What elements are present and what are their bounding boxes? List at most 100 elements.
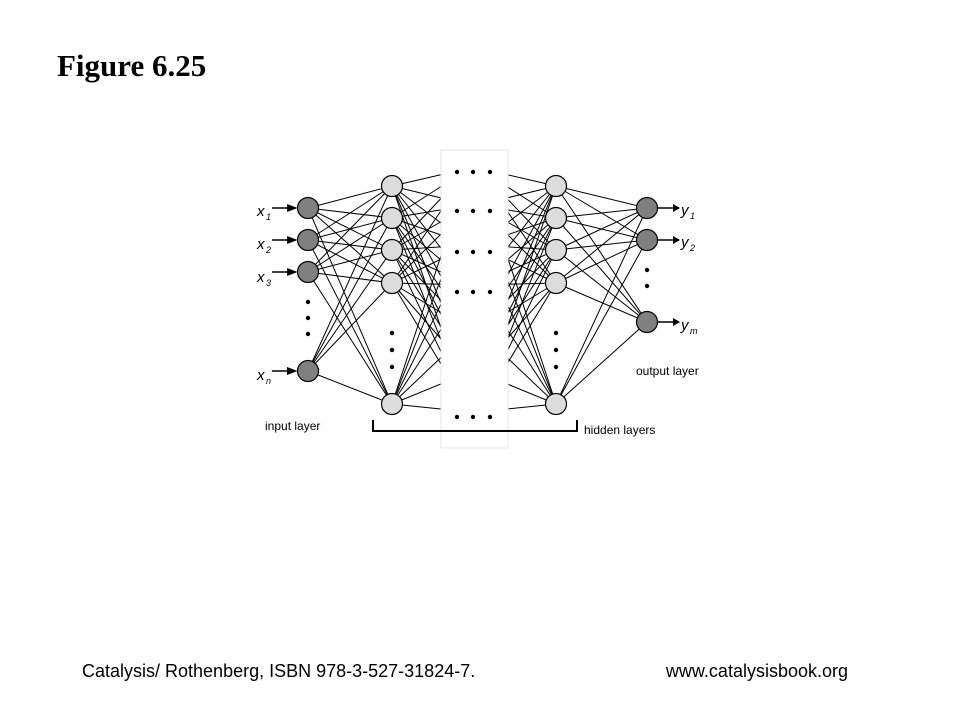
hidden-layers-bracket — [372, 420, 578, 432]
ellipsis-dot — [487, 208, 493, 214]
edge — [307, 370, 393, 405]
ellipsis-dot — [470, 169, 476, 175]
svg-text:x: x — [256, 203, 265, 220]
hidden-node — [544, 206, 568, 230]
ellipsis-dot — [454, 169, 460, 175]
output-label-m: y m — [680, 317, 698, 336]
ellipsis-dot — [470, 208, 476, 214]
edge — [555, 207, 648, 251]
svg-text:x: x — [256, 367, 265, 384]
website-url: www.catalysisbook.org — [665, 661, 848, 681]
input-node — [296, 228, 320, 252]
output-label-1: y 1 — [680, 202, 695, 221]
edge — [307, 185, 393, 273]
hidden-node — [544, 174, 568, 198]
edge — [307, 217, 393, 372]
edge — [555, 207, 648, 219]
edge — [555, 239, 648, 284]
ellipsis-dots — [305, 169, 650, 420]
input-label-n: x n — [256, 367, 271, 386]
edge — [555, 207, 648, 405]
ellipsis-dot — [487, 289, 493, 295]
ellipsis-dot — [454, 414, 460, 420]
network-nodes — [296, 174, 659, 416]
input-node — [296, 359, 320, 383]
input-arrow-head — [287, 236, 298, 244]
input-label-1: x 1 — [256, 203, 271, 222]
output-layer-label: output layer — [636, 364, 699, 378]
ellipsis-dot — [470, 414, 476, 420]
hidden-node — [544, 271, 568, 295]
output-node — [635, 310, 659, 334]
edge — [555, 321, 648, 405]
edge — [307, 249, 393, 372]
edge — [307, 207, 393, 405]
hidden-gap — [440, 149, 509, 449]
ellipsis-dot — [454, 289, 460, 295]
ellipsis-dot — [305, 331, 311, 337]
hidden-node — [380, 174, 404, 198]
hidden-node — [380, 238, 404, 262]
ellipsis-dot — [553, 364, 559, 370]
svg-text:x: x — [256, 236, 265, 253]
input-layer-label: input layer — [265, 419, 320, 433]
output-arrow-head — [673, 204, 680, 212]
ellipsis-dot — [487, 249, 493, 255]
edge — [307, 185, 393, 209]
figure-title: Figure 6.25 — [57, 48, 207, 83]
edge — [307, 185, 393, 241]
output-node — [635, 196, 659, 220]
ellipsis-dot — [454, 208, 460, 214]
ellipsis-dot — [644, 267, 650, 273]
input-label-2: x 2 — [256, 236, 271, 255]
output-arrow-head — [673, 236, 680, 244]
input-arrow-head — [287, 268, 298, 276]
ellipsis-dot — [454, 249, 460, 255]
svg-text:n: n — [266, 376, 271, 386]
ellipsis-dot — [389, 330, 395, 336]
edge — [555, 185, 648, 209]
hidden-layers-label: hidden layers — [584, 423, 655, 437]
edge — [307, 282, 393, 372]
output-label-2: y 2 — [680, 234, 695, 253]
edge — [555, 239, 648, 405]
output-node — [635, 228, 659, 252]
input-label-3: x 3 — [256, 269, 271, 288]
input-node — [296, 196, 320, 220]
edge — [555, 207, 648, 284]
edge — [307, 239, 393, 405]
svg-text:1: 1 — [266, 212, 271, 222]
hidden-gap-panel — [440, 149, 509, 449]
ellipsis-dot — [305, 315, 311, 321]
svg-text:y: y — [680, 202, 690, 219]
hidden-node — [380, 392, 404, 416]
edge — [307, 217, 393, 273]
ellipsis-dot — [470, 289, 476, 295]
edge — [307, 185, 393, 372]
input-arrow-head — [287, 367, 298, 375]
edge — [307, 271, 393, 405]
svg-text:y: y — [680, 234, 690, 251]
ellipsis-dot — [305, 299, 311, 305]
hidden-node — [380, 206, 404, 230]
edge — [555, 185, 648, 323]
edge — [555, 217, 648, 323]
svg-text:x: x — [256, 269, 265, 286]
input-arrow-head — [287, 204, 298, 212]
ellipsis-dot — [487, 169, 493, 175]
edge — [555, 249, 648, 323]
ellipsis-dot — [389, 347, 395, 353]
output-arrow-head — [673, 318, 680, 326]
ellipsis-dot — [553, 330, 559, 336]
svg-text:3: 3 — [266, 278, 271, 288]
hidden-node — [380, 271, 404, 295]
svg-text:1: 1 — [690, 211, 695, 221]
svg-text:2: 2 — [689, 243, 695, 253]
ellipsis-dot — [389, 364, 395, 370]
svg-text:y: y — [680, 317, 690, 334]
edge — [555, 282, 648, 323]
ellipsis-dot — [644, 283, 650, 289]
ellipsis-dot — [553, 347, 559, 353]
hidden-node — [544, 238, 568, 262]
